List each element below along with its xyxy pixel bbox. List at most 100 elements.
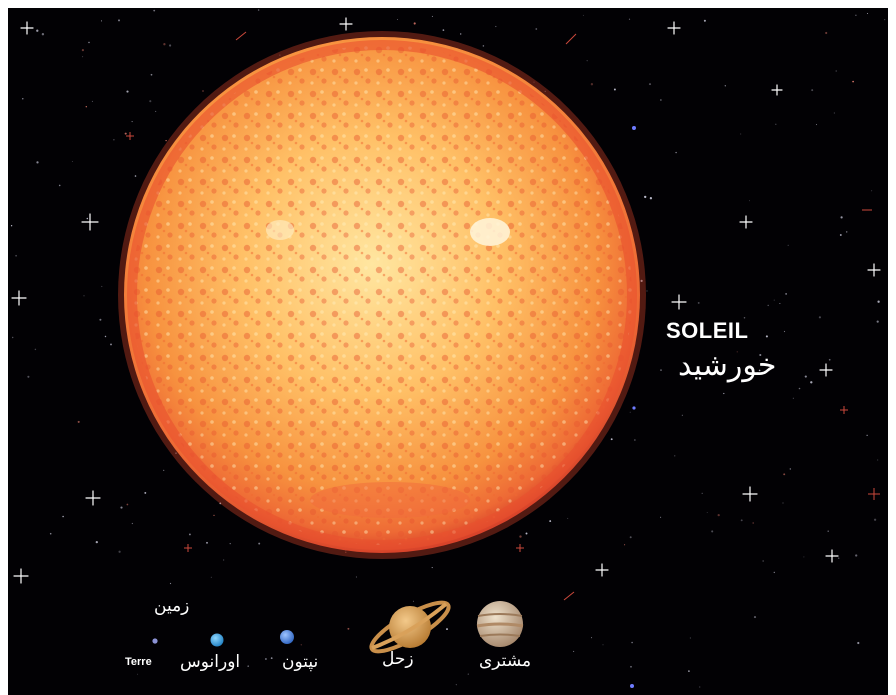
dust-star <box>840 216 843 219</box>
dust-star <box>36 161 39 164</box>
dust-star <box>131 121 133 123</box>
dust-star <box>206 541 208 544</box>
dust-star <box>582 14 584 16</box>
saturn-label: زحل <box>382 649 414 669</box>
bright-stars <box>11 17 881 584</box>
dust-star <box>467 673 469 675</box>
dust-star <box>628 18 631 20</box>
dust-star <box>697 301 700 304</box>
star-5 <box>11 290 27 306</box>
dust-star <box>753 616 757 619</box>
dust-star <box>455 684 457 686</box>
star-13 <box>867 263 881 277</box>
dust-star <box>81 49 84 52</box>
dust-star <box>279 54 281 56</box>
dust-star <box>36 29 39 32</box>
dust-star <box>644 195 647 199</box>
dust-star <box>88 41 90 44</box>
dust-star <box>711 530 714 533</box>
dust-star <box>134 175 137 177</box>
dust-star <box>117 19 121 22</box>
earth-label-persian: زمین <box>154 596 190 616</box>
dust-star <box>41 33 45 36</box>
dust-star <box>137 673 139 675</box>
dust-star <box>126 503 129 506</box>
saturn <box>369 600 451 654</box>
star-3 <box>667 21 681 35</box>
earth <box>152 638 158 644</box>
dust-star <box>77 420 80 423</box>
dust-star <box>867 13 869 14</box>
blue-stars <box>630 126 636 688</box>
dust-star <box>22 98 24 100</box>
dust-star <box>855 554 858 557</box>
dust-star <box>213 514 215 517</box>
jupiter-label: مشتری <box>479 651 532 671</box>
dust-star <box>153 9 156 12</box>
dust-star <box>163 43 166 46</box>
dust-star <box>675 151 677 154</box>
dust-star <box>58 184 61 187</box>
dust-star <box>188 533 191 536</box>
dust-star <box>118 550 121 553</box>
dust-star <box>210 576 212 578</box>
dust-star <box>748 200 750 202</box>
dust-star <box>101 285 103 288</box>
dust-star <box>482 45 485 47</box>
dust-star <box>624 544 626 546</box>
dust-star <box>412 600 414 602</box>
dust-star <box>442 29 445 31</box>
dust-star <box>347 627 350 630</box>
dust-star <box>873 518 877 521</box>
dust-star <box>300 644 303 646</box>
dust-star <box>613 88 616 91</box>
dust-star <box>884 19 886 21</box>
dust-star <box>775 123 777 125</box>
dust-star <box>602 644 604 646</box>
dust-star <box>660 99 662 101</box>
dust-star <box>100 20 103 22</box>
dust-star <box>852 80 854 83</box>
uranus-label: اورانوس <box>180 652 241 672</box>
dust-star <box>688 670 690 672</box>
dust-star <box>699 686 701 688</box>
dust-star <box>610 438 613 441</box>
dust-star <box>525 532 528 535</box>
dust-star <box>27 375 30 378</box>
red-stars <box>126 31 880 601</box>
dust-star <box>113 139 115 141</box>
sun-label-persian: خورشید <box>678 348 777 383</box>
dust-star <box>62 515 64 518</box>
dust-star <box>229 543 231 545</box>
dust-star <box>815 124 818 126</box>
star-8 <box>85 490 101 506</box>
dust-star <box>845 231 848 233</box>
dust-star <box>837 557 840 559</box>
dust-star <box>703 19 706 22</box>
dust-star <box>99 318 102 321</box>
dust-star <box>85 106 88 108</box>
dust-star <box>219 502 222 505</box>
dust-star <box>723 392 725 395</box>
dust-star <box>767 304 769 307</box>
dust-star <box>789 468 791 470</box>
dust-star <box>169 582 172 585</box>
dust-star <box>782 502 784 504</box>
dust-star <box>803 556 805 558</box>
dust-star <box>165 139 167 142</box>
dust-star <box>736 351 738 353</box>
dust-star <box>631 641 633 644</box>
dust-star <box>124 132 127 135</box>
dust-star <box>743 317 746 319</box>
dust-star <box>839 234 842 236</box>
dust-star <box>759 353 762 357</box>
dust-star <box>86 217 89 220</box>
dust-star <box>590 83 594 86</box>
dust-star <box>535 28 538 30</box>
dust-star <box>15 254 17 257</box>
star-1 <box>20 21 34 35</box>
dust-star <box>818 316 821 319</box>
dust-star <box>787 244 789 246</box>
dust-star <box>740 133 742 135</box>
